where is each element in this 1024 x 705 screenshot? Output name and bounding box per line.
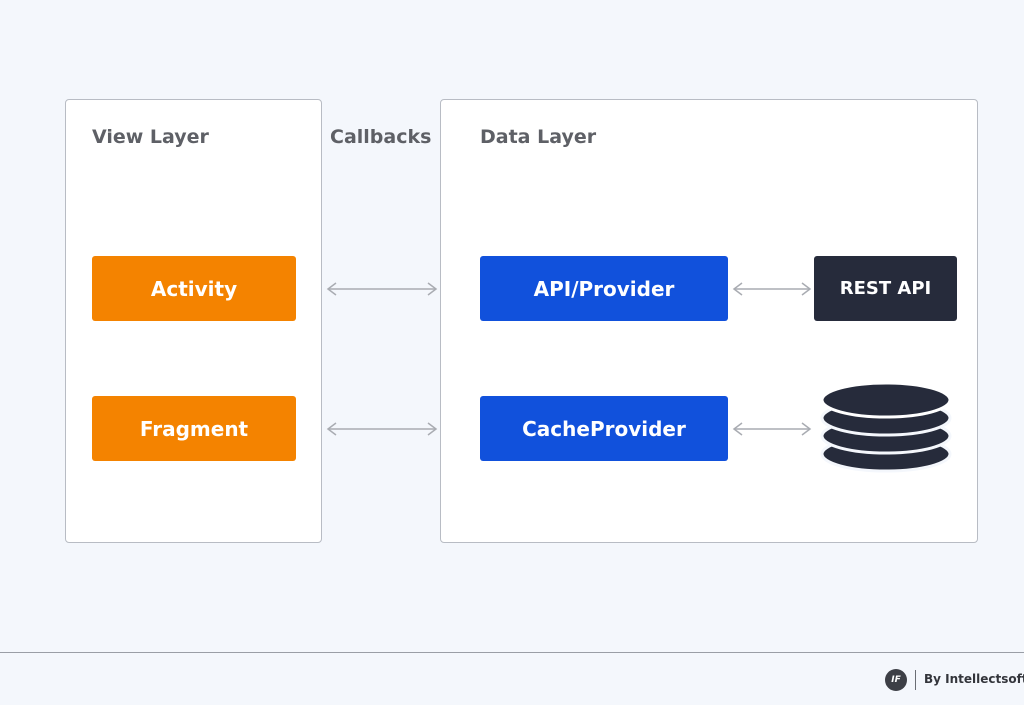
view-layer-title: View Layer xyxy=(92,126,209,148)
api-rest-arrow xyxy=(732,282,812,296)
database-icon xyxy=(820,382,952,473)
intellectsoft-logo-icon: IF xyxy=(885,669,907,691)
footer-divider xyxy=(0,652,1024,653)
data-layer-title: Data Layer xyxy=(480,126,597,148)
cache-database-arrow xyxy=(732,422,812,436)
fragment-callback-arrow xyxy=(326,422,438,436)
callbacks-label: Callbacks xyxy=(330,126,432,148)
view-layer-panel xyxy=(65,99,322,543)
activity-box: Activity xyxy=(92,256,296,321)
fragment-box: Fragment xyxy=(92,396,296,461)
brand-separator xyxy=(915,670,916,690)
api-provider-box: API/Provider xyxy=(480,256,728,321)
cache-provider-box: CacheProvider xyxy=(480,396,728,461)
brand-text: By Intellectsoft xyxy=(924,672,1024,686)
data-layer-panel xyxy=(440,99,978,543)
rest-api-box: REST API xyxy=(814,256,957,321)
activity-callback-arrow xyxy=(326,282,438,296)
